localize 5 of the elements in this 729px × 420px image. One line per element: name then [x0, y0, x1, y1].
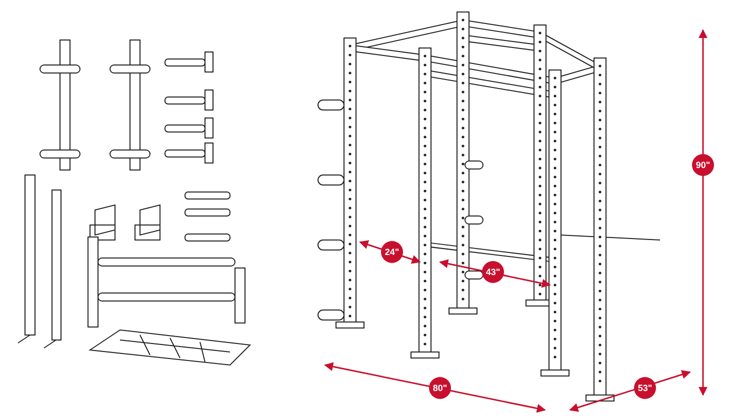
- dimension-label: 80": [429, 377, 451, 399]
- dimension-label: 53": [634, 377, 656, 399]
- dimension-label: 24": [381, 241, 403, 263]
- dimension-label: 90": [692, 154, 714, 176]
- dimension-label: 43": [482, 261, 504, 283]
